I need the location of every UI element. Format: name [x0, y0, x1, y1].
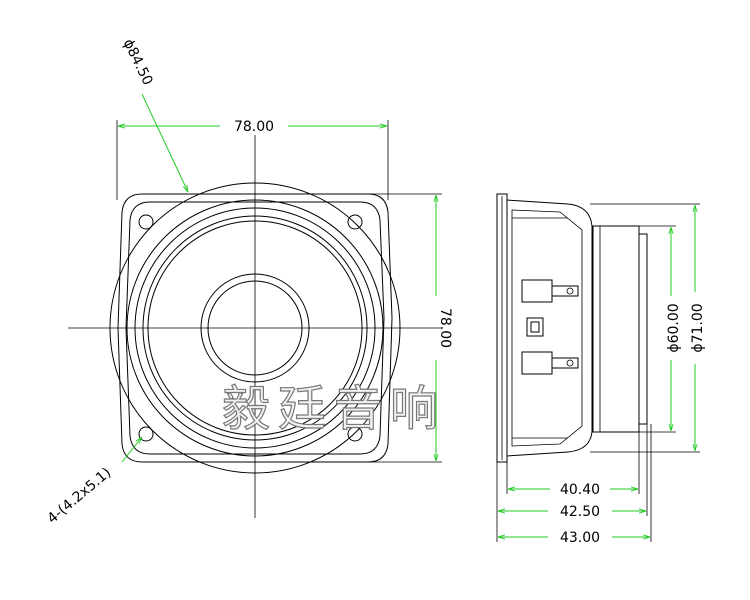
front-dustcap-outer — [200, 273, 310, 383]
mount-hole-bottom-left — [138, 426, 154, 442]
side-view: ϕ60.00 ϕ71.00 40.40 42.50 43.00 — [496, 193, 706, 546]
terminal-top — [521, 279, 553, 303]
front-frame-inner — [125, 201, 385, 455]
terminal-top-hole — [566, 287, 574, 295]
mount-hole-top-left — [138, 214, 154, 230]
side-basket-inner — [511, 209, 583, 447]
mount-hole-bottom-right — [347, 426, 363, 442]
terminal-top-tab — [551, 285, 579, 297]
front-ring-5 — [147, 220, 363, 436]
dim-leader-outer-diameter — [141, 93, 188, 192]
watermark-text: 毅廷音响 — [222, 381, 446, 437]
front-ring-4 — [142, 215, 368, 441]
dim-d71-label: ϕ71.00 — [690, 303, 706, 352]
dim-depth2-label: 42.50 — [560, 504, 600, 520]
dim-leader-mount-holes — [121, 437, 142, 463]
front-ring-1 — [109, 182, 401, 474]
terminal-bottom-tab — [551, 357, 579, 369]
dim-d60-label: ϕ60.00 — [666, 303, 682, 352]
side-magnet-back-plate — [638, 233, 648, 425]
dim-outer-diameter-label: ϕ84.50 — [120, 37, 156, 88]
dim-depth1-label: 40.40 — [560, 482, 600, 498]
dim-mount-holes-label: 4-(4.2x5.1) — [45, 465, 115, 527]
front-dustcap-inner — [207, 280, 303, 376]
terminal-bottom-hole — [566, 359, 574, 367]
dim-depth3-label: 43.00 — [560, 530, 600, 546]
front-view: 78.00 78.00 ϕ84.50 4-(4.2x5.1) — [45, 37, 453, 527]
terminal-bottom — [521, 351, 553, 375]
front-ring-3 — [134, 207, 376, 449]
front-ring-2 — [126, 199, 384, 457]
side-basket-outline — [506, 199, 593, 457]
mount-hole-top-right — [347, 214, 363, 230]
terminal-center-block — [526, 317, 544, 337]
dim-width-label: 78.00 — [234, 119, 274, 135]
terminal-center-inner — [530, 321, 540, 333]
dim-height-label: 78.00 — [437, 308, 453, 348]
